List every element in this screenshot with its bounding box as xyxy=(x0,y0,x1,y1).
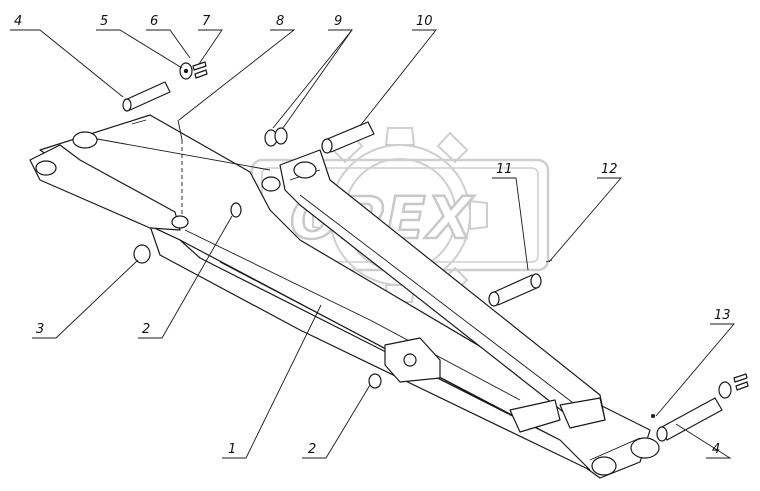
callout-1: 1 xyxy=(228,442,236,457)
pin-4-top xyxy=(124,81,171,111)
cotter-pin-8 xyxy=(177,119,183,141)
callout-5: 5 xyxy=(100,14,108,29)
callout-8: 8 xyxy=(276,14,284,29)
callout-12: 12 xyxy=(601,162,618,177)
callout-11: 11 xyxy=(496,162,513,177)
ring-3 xyxy=(133,244,151,264)
callout-labels: 4 5 6 7 8 9 10 11 12 13 3 2 1 2 4 xyxy=(14,14,731,457)
callout-10: 10 xyxy=(416,14,433,29)
callout-4-bottom: 4 xyxy=(712,442,720,457)
ring-9b xyxy=(274,127,288,145)
bolt-6-7 xyxy=(192,61,207,71)
callout-7: 7 xyxy=(202,14,211,29)
callout-6: 6 xyxy=(150,14,158,29)
leader-lines xyxy=(10,29,735,459)
ring-2-lower xyxy=(368,373,382,389)
callout-2-upper: 2 xyxy=(142,322,150,337)
small-parts xyxy=(122,61,749,442)
washer-13 xyxy=(718,381,732,399)
callout-2-lower: 2 xyxy=(308,442,316,457)
callout-13: 13 xyxy=(714,308,731,323)
callout-9: 9 xyxy=(334,14,342,29)
callout-3: 3 xyxy=(36,322,44,337)
callout-4-top: 4 xyxy=(14,14,22,29)
ring-2-upper xyxy=(230,202,242,218)
main-boom-part xyxy=(29,114,660,479)
